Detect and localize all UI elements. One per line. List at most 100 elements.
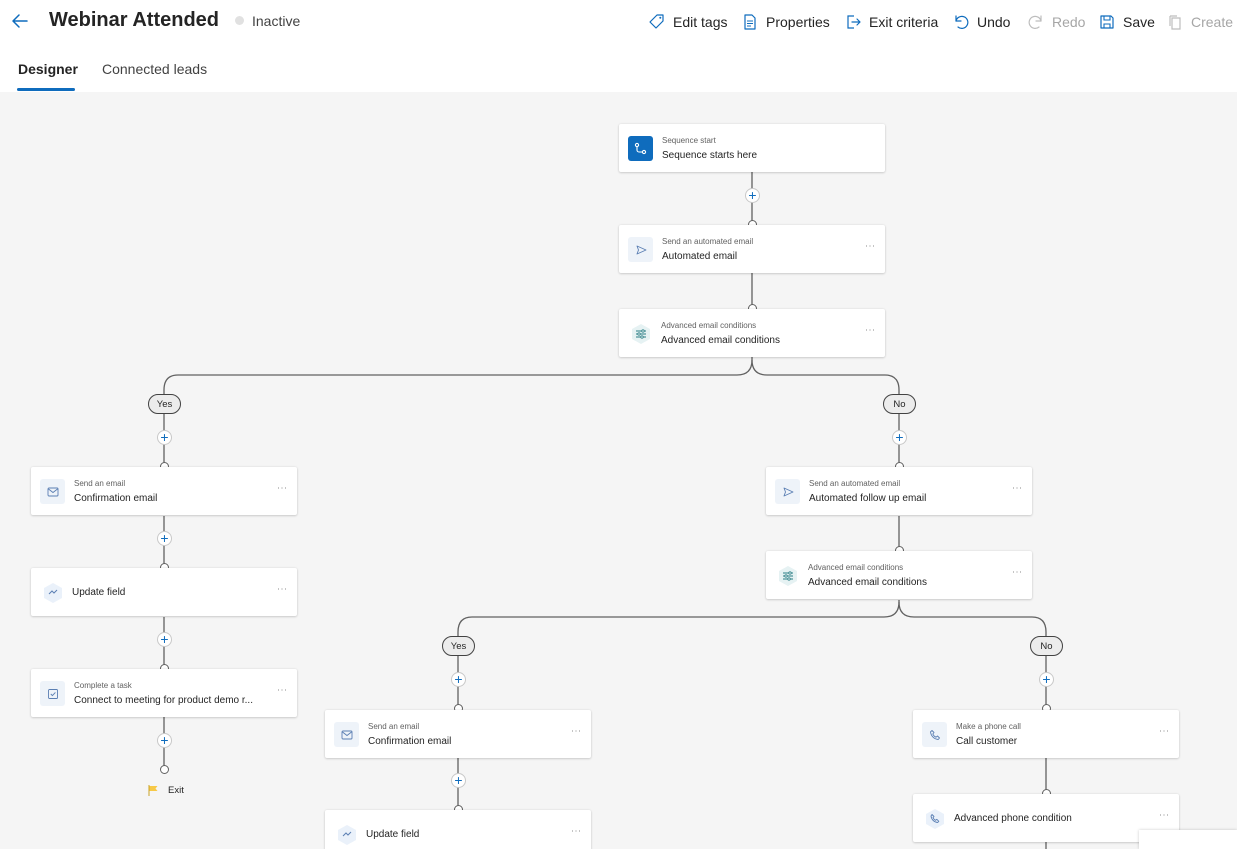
send-icon [628,237,653,262]
add-step-button[interactable]: + [1039,672,1054,687]
redo-label: Redo [1052,14,1086,30]
phone-icon [922,722,947,747]
more-options-icon[interactable]: ⋮ [276,584,287,594]
node-name: Update field [72,587,126,598]
more-options-icon[interactable]: ⋮ [1011,567,1022,577]
node-name: Confirmation email [74,493,158,504]
page-title: Webinar Attended [49,9,220,31]
exit-label: Exit [168,785,184,796]
exit-criteria-label: Exit criteria [869,14,939,30]
create-button[interactable]: Create a [1166,11,1237,33]
automated-email-node[interactable]: Send an automated email Automated email … [619,225,885,273]
advanced-phone-condition-node[interactable]: Advanced phone condition ⋮ [913,794,1179,842]
more-options-icon[interactable]: ⋮ [570,826,581,836]
node-kind: Send an email [74,479,126,488]
update-field-node[interactable]: Update field ⋮ [325,810,591,849]
more-options-icon[interactable]: ⋮ [864,325,875,335]
back-arrow-icon[interactable] [8,9,32,33]
sequence-start-node[interactable]: Sequence start Sequence starts here [619,124,885,172]
advanced-email-conditions-node[interactable]: Advanced email conditions Advanced email… [619,309,885,357]
more-options-icon[interactable]: ⋮ [1158,726,1169,736]
confirmation-email-node[interactable]: Send an email Confirmation email ⋮ [325,710,591,758]
conditions-icon [628,321,653,346]
branch-no-pill[interactable]: No [1030,636,1063,656]
node-kind: Advanced email conditions [661,321,757,330]
more-options-icon[interactable]: ⋮ [1158,810,1169,820]
exit-marker: Exit [148,785,184,796]
add-step-button[interactable]: + [157,632,172,647]
properties-button[interactable]: Properties [741,11,830,33]
node-kind: Send an email [368,722,420,731]
add-step-button[interactable]: + [157,430,172,445]
copy-icon [1169,15,1181,30]
add-step-button[interactable]: + [745,188,760,203]
connector-point [160,765,169,774]
exit-flag-icon [148,785,158,796]
exit-criteria-button[interactable]: Exit criteria [844,11,938,33]
plus-icon: + [895,429,904,445]
status-dot-icon [235,16,244,25]
plus-icon: + [160,732,169,748]
redo-icon [1028,15,1042,29]
confirmation-email-node[interactable]: Send an email Confirmation email ⋮ [31,467,297,515]
node-name: Advanced email conditions [808,577,927,588]
update-field-icon [334,822,359,847]
node-name: Update field [366,829,420,840]
add-step-button[interactable]: + [157,531,172,546]
save-label: Save [1123,14,1155,30]
branch-no-pill[interactable]: No [883,394,916,414]
edit-tags-label: Edit tags [673,14,728,30]
node-name: Sequence starts here [662,150,758,161]
add-step-button[interactable]: + [451,672,466,687]
update-field-node[interactable]: Update field ⋮ [31,568,297,616]
node-kind: Send an automated email [809,479,901,488]
properties-label: Properties [766,14,830,30]
node-name: Advanced email conditions [661,335,780,346]
command-bar: Webinar Attended Inactive Edit tags Prop… [0,0,1237,44]
exit-icon [847,15,861,29]
active-tab-indicator [17,88,75,91]
plus-icon: + [748,187,757,203]
mail-icon [334,722,359,747]
add-step-button[interactable]: + [892,430,907,445]
node-name: Advanced phone condition [954,813,1072,824]
node-name: Confirmation email [368,736,452,747]
more-options-icon[interactable]: ⋮ [1011,483,1022,493]
node-name: Automated email [662,251,738,262]
node-kind: Send an automated email [662,237,754,246]
advanced-email-conditions-node[interactable]: Advanced email conditions Advanced email… [766,551,1032,599]
conditions-icon [775,563,800,588]
tab-bar: Designer Connected leads [0,52,1237,93]
node-kind: Make a phone call [956,722,1021,731]
tab-designer[interactable]: Designer [18,61,78,77]
plus-icon: + [454,671,463,687]
automated-follow-up-email-node[interactable]: Send an automated email Automated follow… [766,467,1032,515]
branch-yes-pill[interactable]: Yes [148,394,181,414]
plus-icon: + [1042,671,1051,687]
plus-icon: + [160,429,169,445]
document-icon [744,14,756,30]
add-step-button[interactable]: + [157,733,172,748]
edit-tags-button[interactable]: Edit tags [648,11,727,33]
complete-task-node[interactable]: Complete a task Connect to meeting for p… [31,669,297,717]
node-name: Automated follow up email [809,493,927,504]
phone-call-node[interactable]: Make a phone call Call customer ⋮ [913,710,1179,758]
more-options-icon[interactable]: ⋮ [276,685,287,695]
redo-button[interactable]: Redo [1027,11,1085,33]
branch-yes-pill[interactable]: Yes [442,636,475,656]
canvas-zoom-controls[interactable] [1139,830,1237,849]
more-options-icon[interactable]: ⋮ [864,241,875,251]
designer-canvas[interactable]: Sequence start Sequence starts here + Se… [0,92,1237,849]
tag-icon [649,14,664,29]
more-options-icon[interactable]: ⋮ [570,726,581,736]
undo-label: Undo [977,14,1011,30]
undo-button[interactable]: Undo [952,11,1010,33]
sequence-start-icon [628,136,653,161]
task-checkbox-icon [40,681,65,706]
update-field-icon [40,580,65,605]
more-options-icon[interactable]: ⋮ [276,483,287,493]
save-button[interactable]: Save [1098,11,1155,33]
tab-connected-leads[interactable]: Connected leads [102,61,208,77]
add-step-button[interactable]: + [451,773,466,788]
undo-icon [955,15,969,29]
